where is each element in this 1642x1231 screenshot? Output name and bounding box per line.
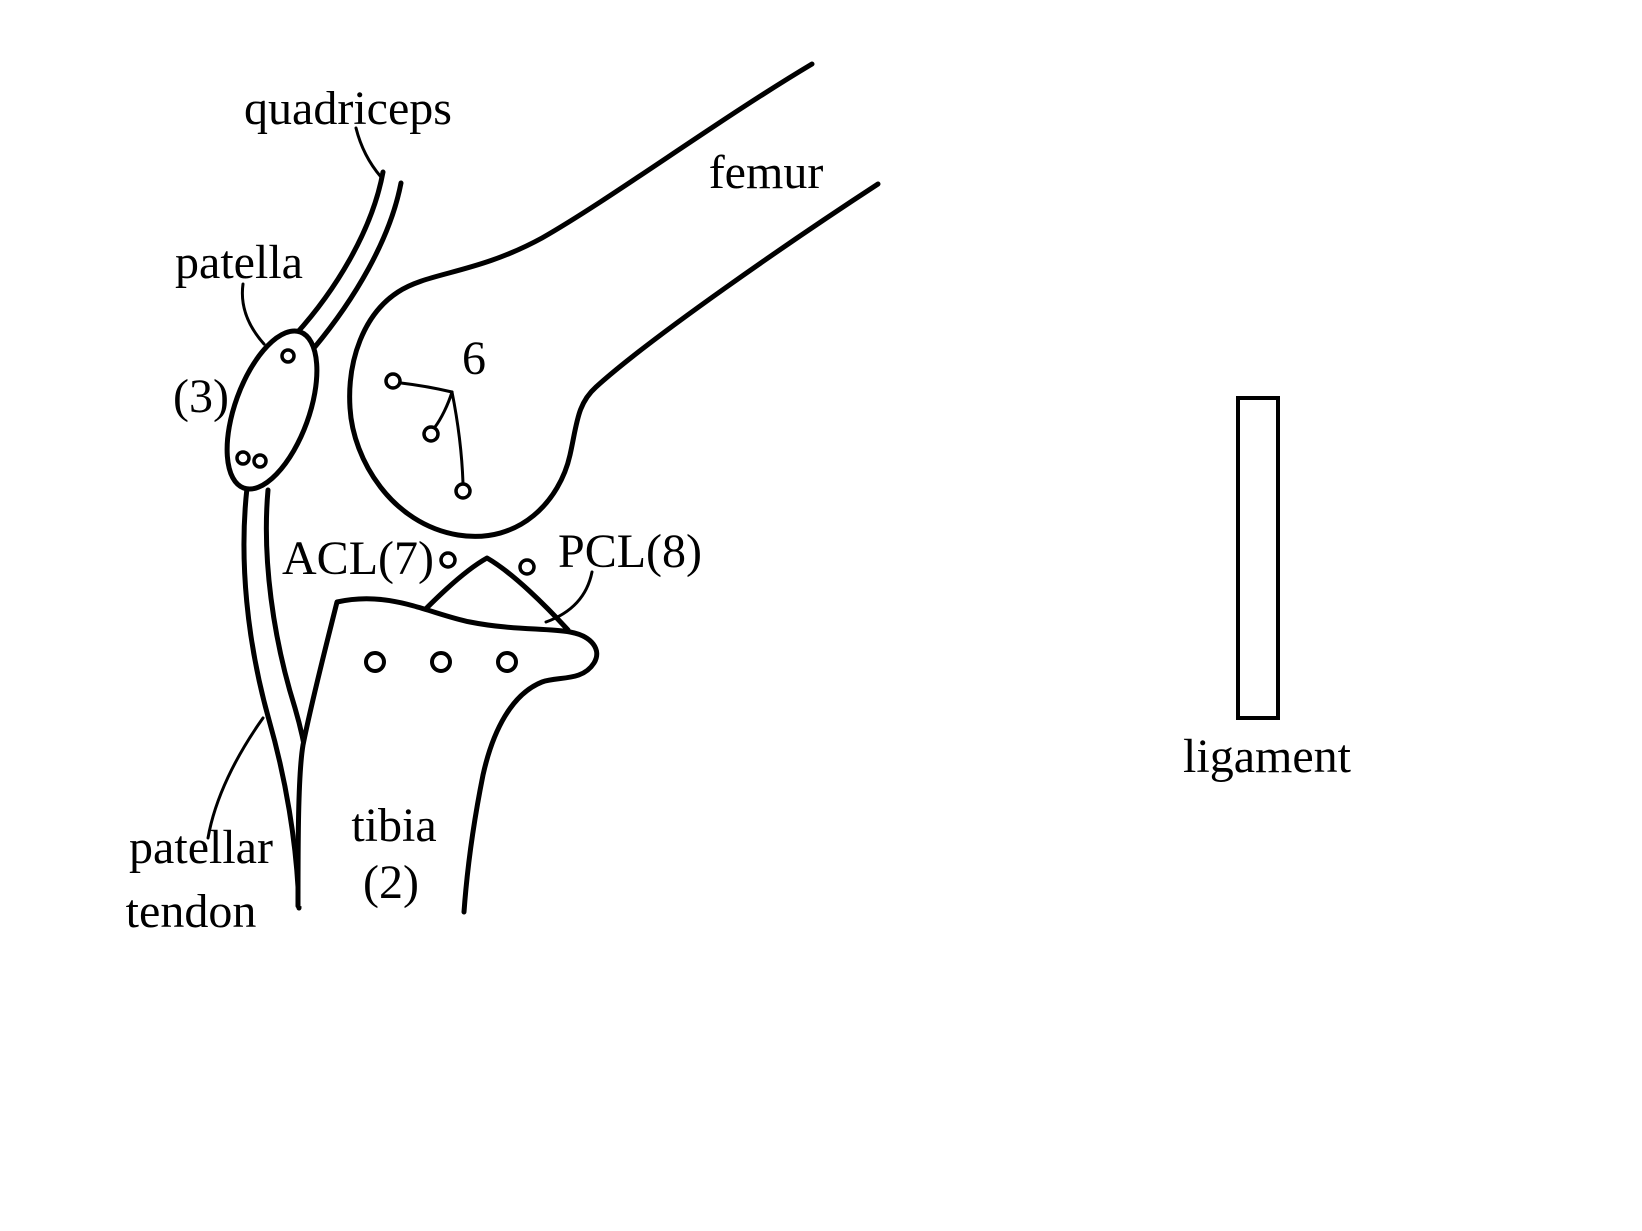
patellar-tendon-label-line2: tendon <box>126 885 257 938</box>
acl-attachment-dot <box>439 551 457 569</box>
condyle-number-label: 6 <box>462 332 486 385</box>
patella-shape <box>224 328 320 492</box>
patella-marker-dot-3 <box>252 453 268 469</box>
tibia-number-label: (2) <box>363 856 419 909</box>
patellar-tendon-inner-line <box>263 487 310 765</box>
patella-label: patella <box>175 236 303 289</box>
quadriceps-label: quadriceps <box>244 82 452 135</box>
femur-label: femur <box>709 146 824 199</box>
condyle-marker-connector-3 <box>450 390 465 485</box>
patellar-tendon-leader-line <box>206 716 265 840</box>
tibia-marker-dot-2 <box>430 651 452 673</box>
condyle-marker-connector-1 <box>399 381 454 394</box>
condyle-marker-connector-2 <box>433 390 454 429</box>
patella-marker-dot-1 <box>280 348 296 364</box>
patella-marker-dot-2 <box>235 450 251 466</box>
pcl-label: PCL(8) <box>558 525 702 578</box>
pcl-leader-line <box>544 570 594 624</box>
pcl-attachment-dot <box>518 558 536 576</box>
ligament-label: ligament <box>1183 730 1352 783</box>
tibia-marker-dot-3 <box>496 651 518 673</box>
condyle-marker-dot-2 <box>422 425 440 443</box>
femur-shape <box>347 61 881 539</box>
quadriceps-tendon-inner-line <box>311 180 404 351</box>
acl-label: ACL(7) <box>282 532 434 585</box>
patellar-tendon-label-line1: patellar <box>129 821 273 874</box>
condyle-marker-dot-1 <box>384 372 402 390</box>
tibia-shape <box>295 596 600 915</box>
patellar-tendon-outer-line <box>241 485 302 911</box>
patella-number-label: (3) <box>173 370 229 423</box>
tibia-label: tibia <box>351 799 436 852</box>
quadriceps-leader-line <box>354 126 383 179</box>
tibial-eminence-shape <box>401 555 571 634</box>
condyle-marker-dot-3 <box>454 482 472 500</box>
ligament-legend-rect <box>1236 396 1280 720</box>
tibia-marker-dot-1 <box>364 651 386 673</box>
patella-leader-line <box>240 282 266 346</box>
quadriceps-tendon-outer-line <box>293 169 386 337</box>
